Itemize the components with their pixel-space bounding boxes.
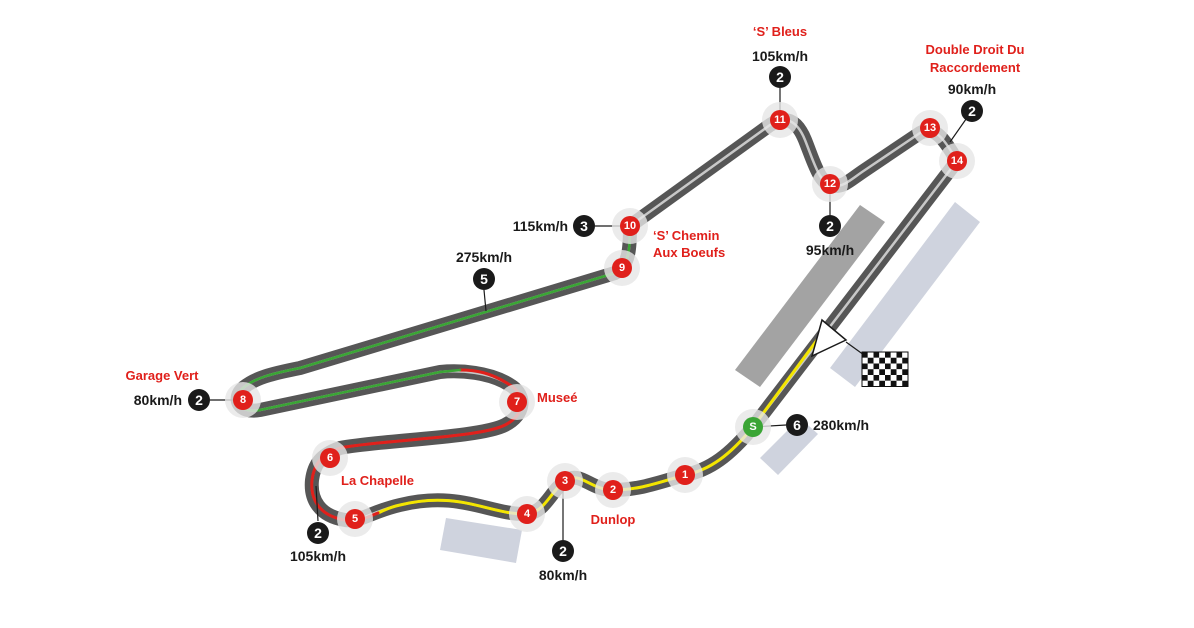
name-double-droit-line1: Double Droit Du	[926, 42, 1025, 57]
corner-number: 11	[774, 114, 786, 126]
callout-corner-12: 2 95km/h	[806, 215, 854, 258]
corner-marker-7: 7	[499, 384, 535, 420]
speed-value: 105km/h	[752, 48, 808, 64]
corner-marker-6: 6	[312, 440, 348, 476]
gear-value: 2	[314, 525, 322, 541]
callout-start: 6 280km/h	[786, 414, 869, 436]
finish-line	[810, 318, 909, 387]
name-s-chemin-line1: ‘S’ Chemin	[653, 228, 720, 243]
callout-corner-14: 2 90km/h	[948, 81, 996, 122]
corner-marker-8: 8	[225, 382, 261, 418]
corner-marker-4: 4	[509, 496, 545, 532]
corner-marker-3: 3	[547, 463, 583, 499]
corner-marker-9: 9	[604, 250, 640, 286]
zone-fast-green	[236, 220, 638, 412]
corner-number: 2	[610, 484, 616, 496]
corner-number: 10	[624, 220, 636, 232]
callout-corner-11: 2 105km/h	[752, 48, 808, 88]
corner-number: 7	[514, 396, 520, 408]
callout-corner-5: 2 105km/h	[290, 522, 346, 564]
name-dunlop: Dunlop	[591, 512, 636, 527]
gear-value: 6	[793, 417, 801, 433]
corner-marker-1: 1	[667, 457, 703, 493]
speed-value: 80km/h	[539, 567, 587, 583]
corner-number: 3	[562, 475, 568, 487]
corner-names: ‘S’ Bleus Double Droit Du Raccordement ‘…	[126, 24, 1025, 527]
corner-marker-13: 13	[912, 110, 948, 146]
corner-number: 9	[619, 262, 625, 274]
callout-corner-10: 3 115km/h	[513, 215, 595, 237]
name-garage-vert: Garage Vert	[126, 368, 200, 383]
gear-value: 2	[776, 69, 784, 85]
gear-callouts: 2 105km/h 2 90km/h 2 95km/h 3 115km/h 5 …	[134, 48, 996, 583]
corner-marker-2: 2	[595, 472, 631, 508]
pit-building	[735, 205, 885, 387]
gear-value: 3	[580, 218, 588, 234]
speed-value: 95km/h	[806, 242, 854, 258]
corner-number: 14	[951, 155, 964, 167]
pit-areas	[440, 202, 980, 563]
speed-value: 115km/h	[513, 218, 568, 234]
speed-value: 280km/h	[813, 417, 869, 433]
start-marker: S	[735, 409, 771, 445]
gear-value: 2	[826, 218, 834, 234]
checkered-flag-icon	[861, 351, 909, 387]
gear-value: 2	[559, 543, 567, 559]
runoff-area	[440, 518, 522, 563]
corner-marker-11: 11	[762, 102, 798, 138]
name-la-chapelle: La Chapelle	[341, 473, 414, 488]
corner-number: 1	[682, 469, 688, 481]
speed-value: 275km/h	[456, 249, 512, 265]
corner-marker-5: 5	[337, 501, 373, 537]
speed-value: 90km/h	[948, 81, 996, 97]
name-double-droit-line2: Raccordement	[930, 60, 1021, 75]
corner-number: 12	[824, 178, 836, 190]
callout-corner-8: 2 80km/h	[134, 389, 210, 411]
corner-marker-14: 14	[939, 143, 975, 179]
speed-value: 105km/h	[290, 548, 346, 564]
name-s-chemin-line2: Aux Boeufs	[653, 245, 725, 260]
name-musee: Museé	[537, 390, 577, 405]
gear-value: 2	[968, 103, 976, 119]
callout-straight: 5 275km/h	[456, 249, 512, 290]
paddock-area	[830, 202, 980, 387]
gear-value: 5	[480, 271, 488, 287]
corner-marker-12: 12	[812, 166, 848, 202]
name-s-bleus: ‘S’ Bleus	[753, 24, 807, 39]
start-marker-label: S	[749, 421, 756, 433]
gear-value: 2	[195, 392, 203, 408]
corner-marker-10: 10	[612, 208, 648, 244]
speed-value: 80km/h	[134, 392, 182, 408]
corner-number: 5	[352, 513, 358, 525]
corner-number: 4	[524, 508, 531, 520]
callout-corner-3: 2 80km/h	[539, 540, 587, 583]
corner-number: 6	[327, 452, 333, 464]
corner-number: 8	[240, 394, 246, 406]
corner-number: 13	[924, 122, 936, 134]
start-direction-arrow	[810, 318, 848, 358]
